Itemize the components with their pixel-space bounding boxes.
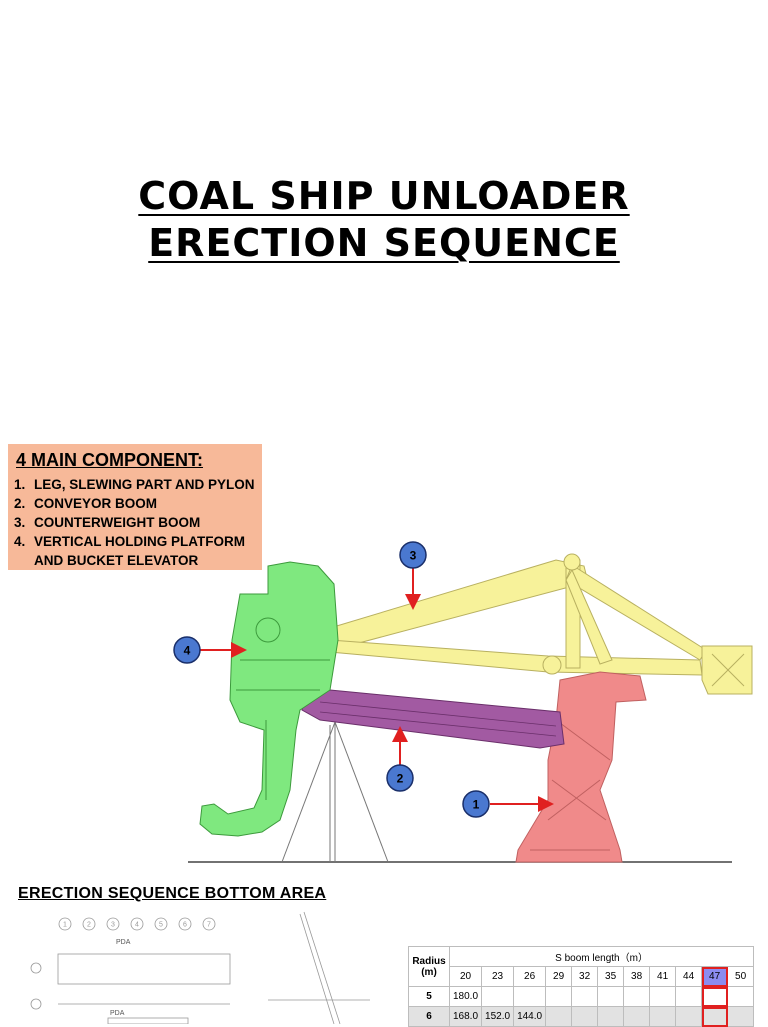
svg-text:6: 6 xyxy=(183,922,187,929)
main-components-box: 4 MAIN COMPONENT: 1.LEG, SLEWING PART AN… xyxy=(8,444,262,570)
svg-text:2: 2 xyxy=(397,772,404,786)
svg-text:7: 7 xyxy=(207,922,211,929)
svg-text:1: 1 xyxy=(473,798,480,812)
svg-text:4: 4 xyxy=(135,922,139,929)
crane-capacity-table: Radius(m) S boom length（m） 20 23 26 29 3… xyxy=(408,946,755,1027)
boom-length-cell: 38 xyxy=(623,966,651,987)
boom-length-cell-highlighted: 47 xyxy=(701,966,729,987)
radius-header: Radius(m) xyxy=(408,946,450,987)
svg-text:4: 4 xyxy=(184,644,191,658)
boom-length-cell: 50 xyxy=(727,966,755,987)
title-line-2: ERECTION SEQUENCE xyxy=(148,221,620,265)
bucket-elevator xyxy=(199,561,339,837)
boom-length-cell: 41 xyxy=(649,966,677,987)
svg-text:PDA: PDA xyxy=(116,939,131,946)
boom-length-cell: 35 xyxy=(597,966,625,987)
callout-3: 3 xyxy=(399,541,427,569)
component-item: 4.VERTICAL HOLDING PLATFORM xyxy=(14,534,245,549)
table-row: 5 180.0 xyxy=(408,986,755,1007)
boom-length-cell: 44 xyxy=(675,966,703,987)
conveyor-boom xyxy=(301,689,565,749)
component-item: 3.COUNTERWEIGHT BOOM xyxy=(14,515,201,530)
boom-length-header: S boom length（m） xyxy=(448,946,755,967)
component-item: 2.CONVEYOR BOOM xyxy=(14,496,158,511)
boom-length-cell: 32 xyxy=(571,966,599,987)
svg-text:1: 1 xyxy=(63,922,67,929)
callout-1: 1 xyxy=(462,790,490,818)
crawler-crane-sketch xyxy=(268,911,370,1024)
components-heading: 4 MAIN COMPONENT: xyxy=(16,450,204,470)
callout-2: 2 xyxy=(386,764,414,792)
counterweight-boom xyxy=(329,553,753,695)
bottom-area-plan: 1 2 3 4 5 6 7 PDA PDA xyxy=(30,917,231,1024)
svg-text:2: 2 xyxy=(87,922,91,929)
component-item: 1.LEG, SLEWING PART AND PYLON xyxy=(14,477,255,492)
svg-text:5: 5 xyxy=(159,922,163,929)
components-list: 1.LEG, SLEWING PART AND PYLON 2.CONVEYOR… xyxy=(14,475,256,570)
boom-length-cell: 26 xyxy=(513,966,547,987)
callout-4: 4 xyxy=(173,636,201,664)
title-line-1: COAL SHIP UNLOADER xyxy=(138,174,630,218)
boom-length-cell: 23 xyxy=(481,966,515,987)
svg-text:3: 3 xyxy=(111,922,115,929)
leg-slewing-pylon xyxy=(515,671,647,863)
boom-length-cell: 20 xyxy=(448,966,483,987)
callout-arrows xyxy=(200,568,554,812)
svg-text:3: 3 xyxy=(410,549,417,563)
bottom-area-heading: ERECTION SEQUENCE BOTTOM AREA xyxy=(18,885,327,902)
boom-length-cell: 29 xyxy=(545,966,573,987)
temporary-support xyxy=(281,721,389,863)
svg-text:PDA: PDA xyxy=(110,1010,125,1017)
component-item: AND BUCKET ELEVATOR xyxy=(34,553,199,568)
